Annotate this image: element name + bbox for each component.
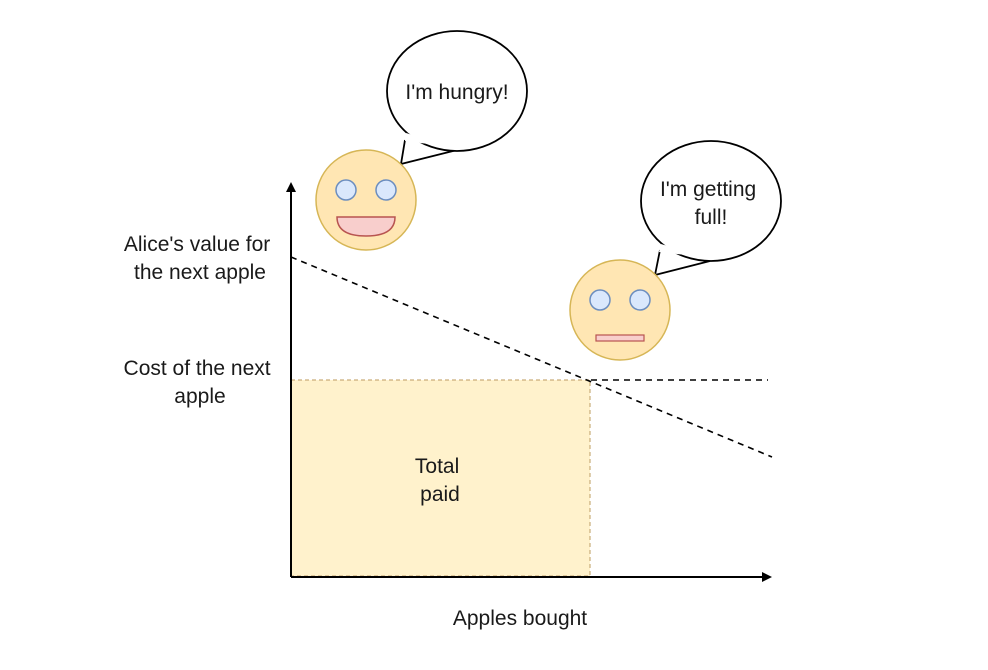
neutral-face-icon — [569, 259, 671, 361]
cost-label-line-2: apple — [174, 385, 225, 408]
left-eye — [589, 289, 611, 311]
flat-mouth — [595, 334, 645, 342]
smile-mouth — [336, 216, 396, 237]
bubble-full-text: I'm getting full! — [660, 178, 762, 229]
total-paid-label: Total paid — [415, 455, 465, 506]
cost-label-line-1: Cost of the next — [124, 357, 271, 380]
speech-bubble-hungry: I'm hungry! — [386, 30, 528, 165]
right-eye — [375, 179, 397, 201]
value-label-line-2: the next apple — [134, 261, 266, 284]
smiling-face-icon — [315, 149, 417, 251]
value-line — [290, 256, 773, 458]
right-eye — [629, 289, 651, 311]
total-paid-line-1: Total — [415, 455, 459, 478]
value-label: Alice's value for the next apple — [124, 233, 276, 284]
bubble-hungry-text: I'm hungry! — [405, 81, 508, 104]
value-label-line-1: Alice's value for — [124, 233, 270, 256]
x-axis-label: Apples bought — [453, 607, 587, 630]
speech-bubble-full: I'm getting full! — [640, 140, 782, 276]
left-eye — [335, 179, 357, 201]
total-paid-line-2: paid — [420, 483, 460, 506]
cost-label: Cost of the next apple — [124, 357, 277, 408]
total-paid-region — [290, 379, 591, 577]
